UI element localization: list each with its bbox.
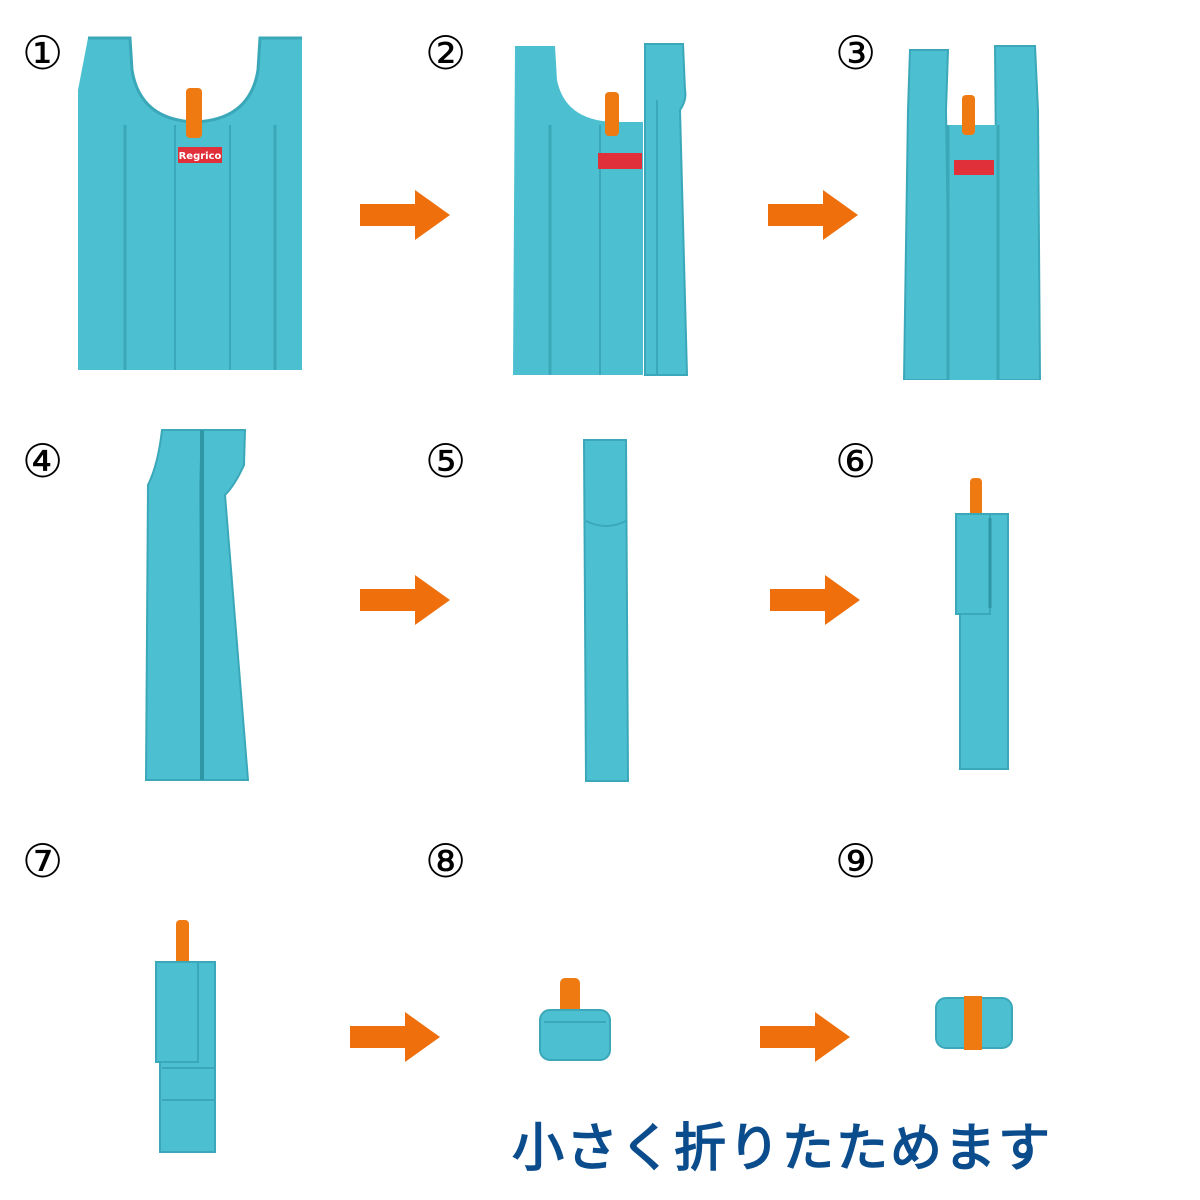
bag-step-6-image bbox=[955, 478, 1009, 770]
step-2-label: ② bbox=[425, 26, 467, 80]
arrow-right-icon bbox=[760, 1012, 850, 1062]
arrow-right-icon bbox=[350, 1012, 440, 1062]
step-3-label: ③ bbox=[835, 26, 877, 80]
bag-step-8-image bbox=[539, 978, 611, 1061]
arrow-right-icon bbox=[360, 575, 450, 625]
arrow-right-icon bbox=[768, 190, 858, 240]
step-7-label: ⑦ bbox=[22, 834, 64, 888]
arrow-right-icon bbox=[770, 575, 860, 625]
caption-text: 小さく折りたためます bbox=[512, 1119, 1053, 1179]
step-6-label: ⑥ bbox=[835, 434, 877, 488]
arrow-right-icon bbox=[360, 190, 450, 240]
step-8-label: ⑧ bbox=[425, 834, 467, 888]
bag-step-1-image: Regrico bbox=[78, 36, 302, 370]
brand-tag-text: Regrico bbox=[179, 151, 222, 162]
bag-step-2-image bbox=[513, 43, 689, 376]
bag-step-3-image bbox=[902, 45, 1042, 380]
step-4-label: ④ bbox=[22, 434, 64, 488]
step-9-label: ⑨ bbox=[835, 834, 877, 888]
bag-step-7-image bbox=[155, 920, 216, 1153]
step-1-label: ① bbox=[22, 26, 64, 80]
bag-step-9-image bbox=[935, 996, 1013, 1050]
step-5-label: ⑤ bbox=[425, 434, 467, 488]
bag-step-4-image bbox=[144, 429, 250, 781]
bag-step-5-image bbox=[582, 439, 630, 782]
